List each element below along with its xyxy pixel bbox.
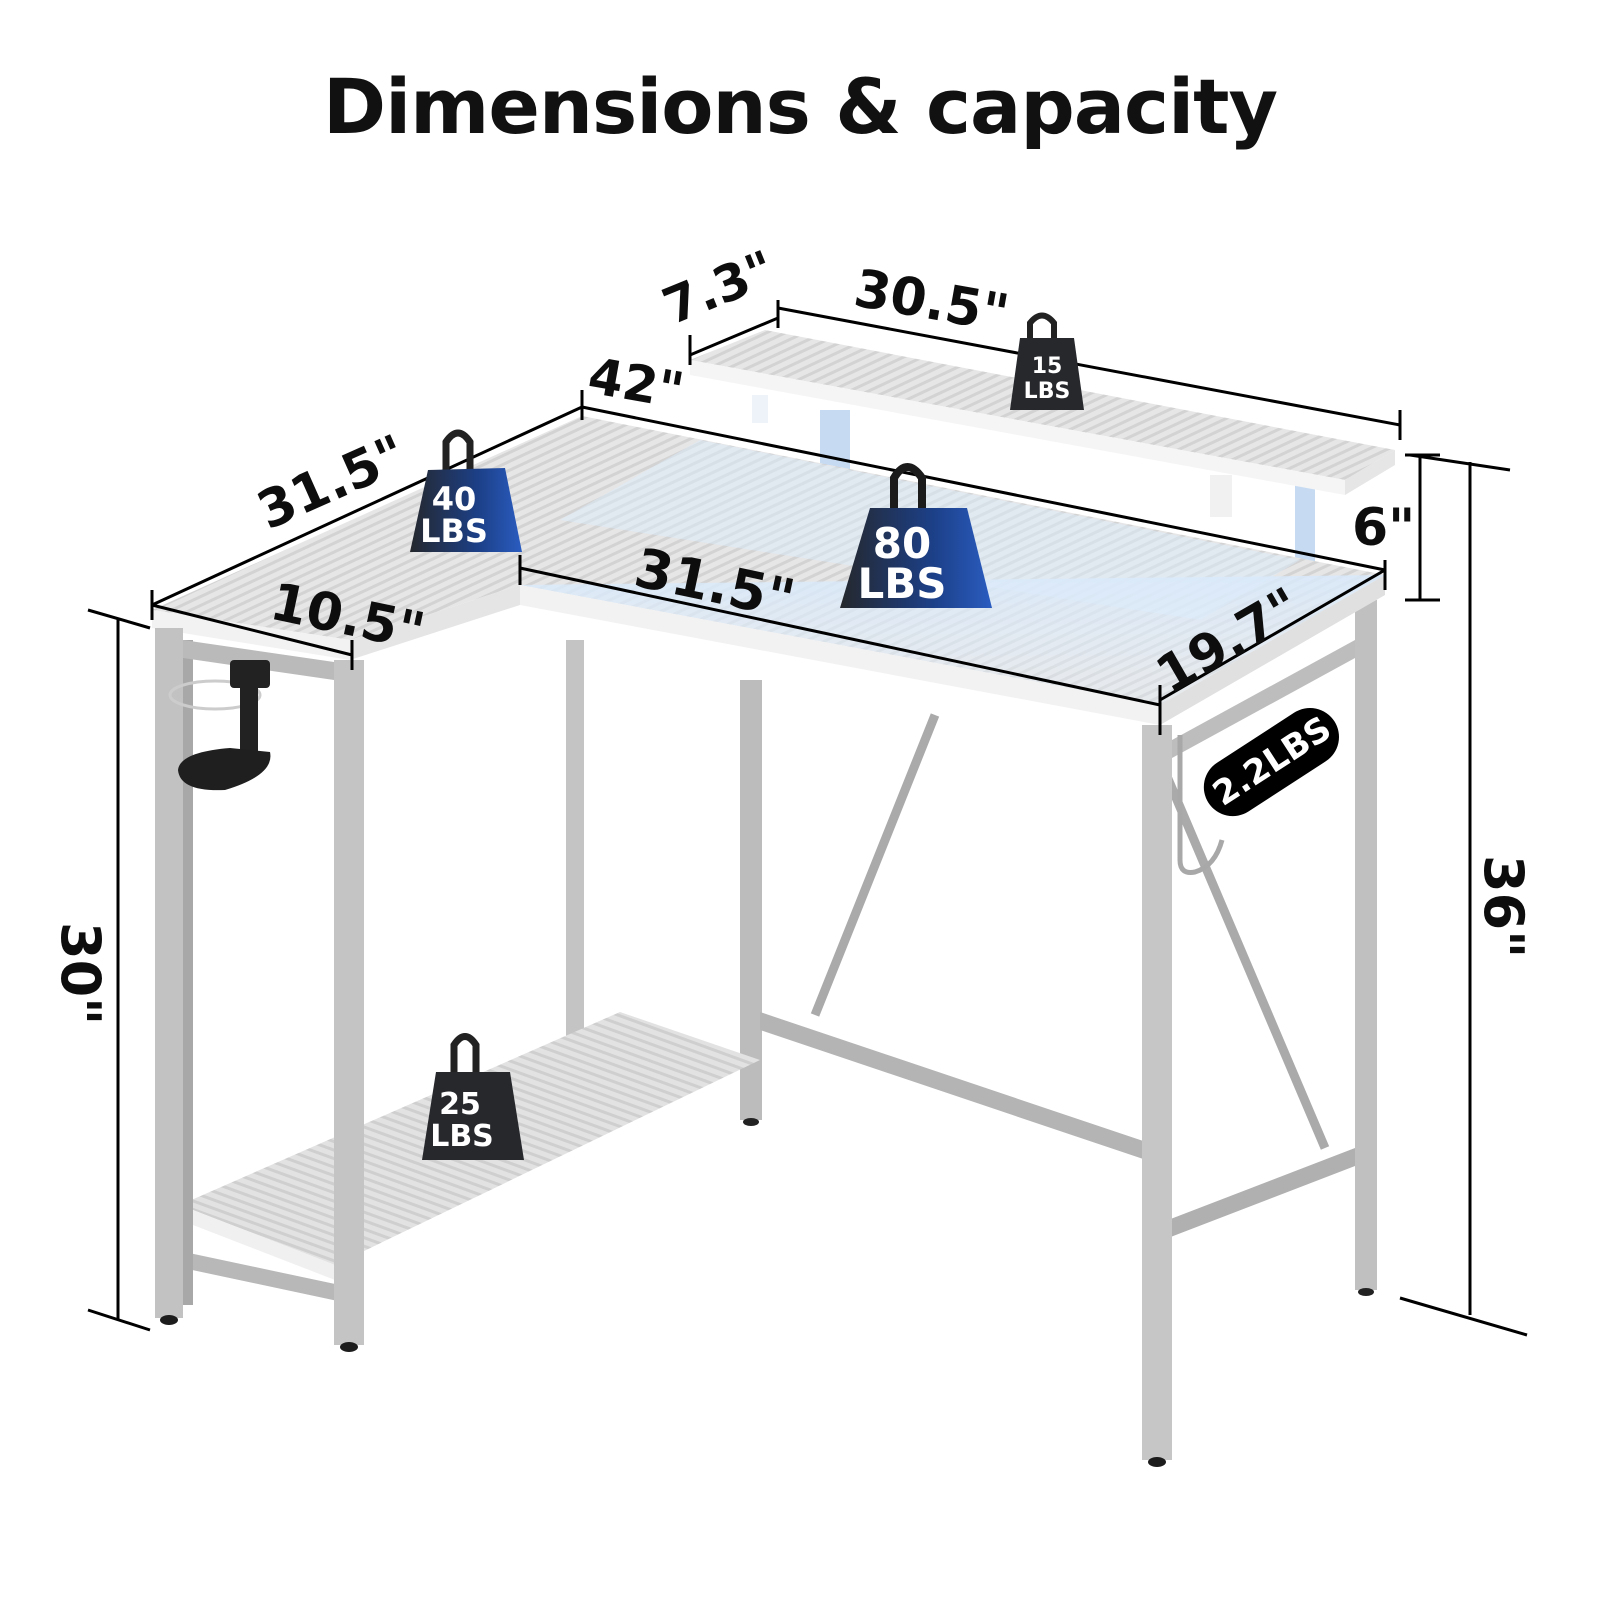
dim-shelf-height: 6" [1352,498,1415,558]
svg-text:80: 80 [873,519,931,568]
dim-shelf-width: 30.5" [850,259,1013,345]
svg-text:25: 25 [439,1087,481,1122]
cross-braces [760,713,1355,1243]
page-title: Dimensions & capacity [322,62,1278,151]
weight-main-top: 80 LBS [840,463,992,608]
weight-monitor-shelf: 15 LBS [1010,312,1084,410]
svg-text:15: 15 [1032,354,1063,379]
cup-holder-icon [168,660,271,791]
weight-side-top: 40 LBS [410,429,522,552]
weight-bottom-shelf: 25 LBS [422,1033,524,1160]
svg-text:LBS: LBS [1024,379,1071,404]
dim-desk-height: 30" [49,922,112,1025]
svg-text:LBS: LBS [420,512,488,550]
headphone-hook-icon [1177,735,1225,875]
dim-total-height: 36" [1472,855,1535,958]
desk-frame-back [566,600,1377,1296]
svg-text:40: 40 [432,480,477,518]
dim-shelf-depth: 7.3" [655,239,783,336]
desk-frame-front [155,628,1355,1467]
svg-text:LBS: LBS [430,1119,494,1154]
svg-text:LBS: LBS [857,559,946,608]
dimension-lines [87,300,1528,1337]
